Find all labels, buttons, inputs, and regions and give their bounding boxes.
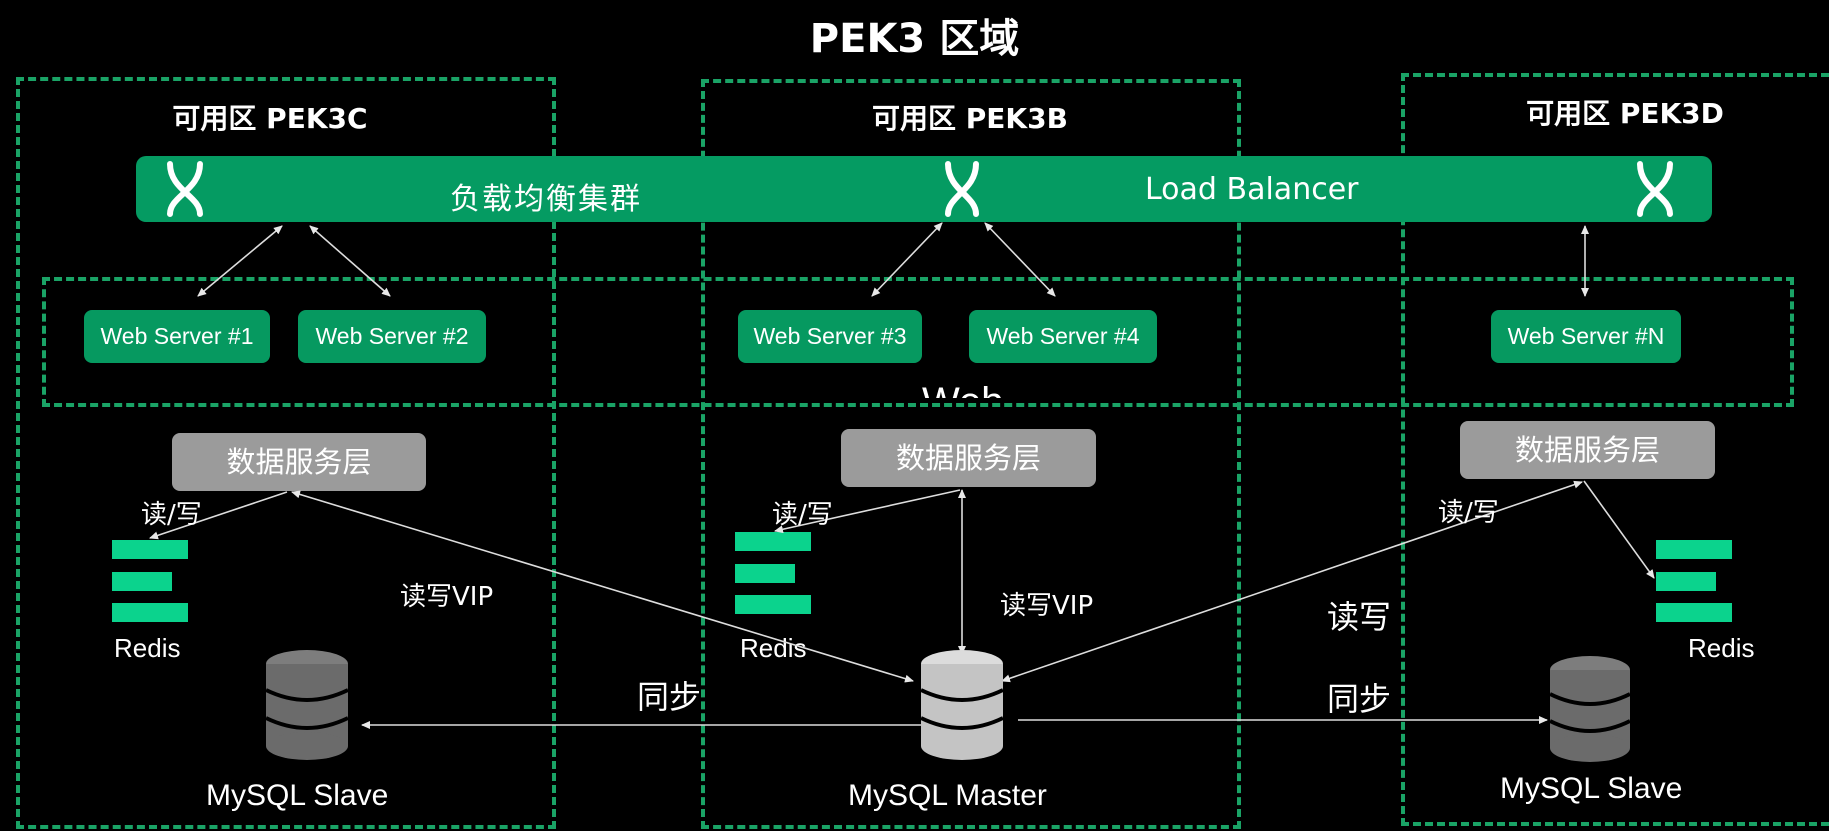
lb-icon-middle [945,161,979,217]
zone-label-pek3c: 可用区 PEK3C [172,102,368,135]
web-layer-label-clip: Web [900,370,1040,398]
rw-vip-label-pek3b: 读写VIP [1000,591,1094,621]
web-layer-label: Web [922,382,1040,398]
web-server-4: Web Server #4 [969,310,1157,363]
data-service-box-pek3b: 数据服务层 [841,429,1096,487]
rw-label-pek3d: 读/写 [1438,498,1499,528]
mysql-master-label: MySQL Master [848,779,1047,812]
mysql-master-icon [920,650,1004,760]
redis-icon-pek3d [1656,540,1732,622]
load-balancer-en-label: Load Balancer [1145,172,1359,207]
mysql-slave-icon-pek3d [1549,656,1631,762]
sync-label-right: 同步 [1327,680,1392,718]
web-server-2: Web Server #2 [298,310,486,363]
arrow-ds-master-pek3c [291,490,914,683]
mysql-slave-label-pek3c: MySQL Slave [206,779,389,812]
rw-label-cross-zone: 读写 [1327,598,1392,636]
data-service-box-pek3c: 数据服务层 [172,433,426,491]
load-balancer-cn-label: 负载均衡集群 [450,182,642,217]
rw-label-pek3b: 读/写 [772,500,833,530]
redis-label-pek3d: Redis [1688,633,1755,663]
data-service-box-pek3d: 数据服务层 [1460,421,1715,479]
rw-label-pek3c: 读/写 [141,500,202,530]
rw-vip-label-pek3c: 读写VIP [400,582,494,612]
mysql-slave-label-pek3d: MySQL Slave [1500,772,1683,805]
load-balancer-bar [136,156,1712,222]
web-server-3: Web Server #3 [738,310,922,363]
lb-icon-right [1637,161,1673,217]
arrow-lb-ws1 [197,225,283,297]
arrow-ds-redis-pek3d [1583,480,1655,579]
redis-icon-pek3c [112,540,188,622]
zone-pek3d [1401,73,1829,826]
arrow-lb-ws2 [309,225,391,297]
zone-pek3c [16,77,556,829]
arrow-lb-ws4 [984,222,1056,297]
lb-icon-left [167,161,203,217]
zone-pek3b [701,79,1241,829]
zone-label-pek3b: 可用区 PEK3B [872,102,1068,135]
web-server-n: Web Server #N [1491,310,1681,363]
web-server-1: Web Server #1 [84,310,270,363]
arrow-lb-ws3 [871,222,943,297]
arrow-ds-redis-pek3c [149,491,288,540]
zone-label-pek3d: 可用区 PEK3D [1526,97,1724,130]
arrow-ds-master-pek3d [1001,480,1583,683]
mysql-slave-icon-pek3c [265,650,349,760]
sync-label-left: 同步 [637,678,702,716]
region-title: PEK3 区域 [809,16,1020,62]
redis-label-pek3c: Redis [114,633,181,663]
